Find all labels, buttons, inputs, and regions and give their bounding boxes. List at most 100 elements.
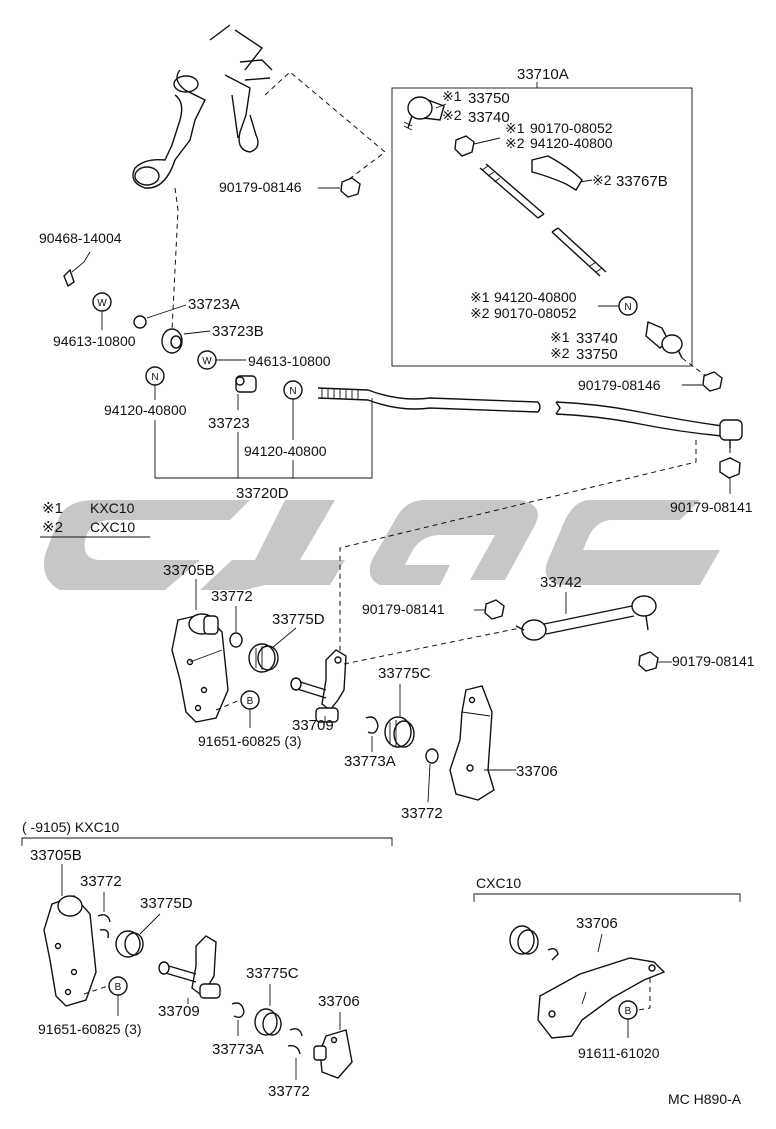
bracket-33705B	[171, 613, 229, 723]
label-33720D: 33720D	[236, 485, 289, 502]
label-90179-08141: 90179-08141	[670, 499, 753, 515]
cotter-pin	[63, 268, 75, 288]
snap-ring-33773A	[231, 1002, 245, 1019]
label-33750: 33750	[468, 90, 510, 107]
label-33723: 33723	[208, 415, 250, 432]
label-90179-08141: 90179-08141	[362, 601, 445, 617]
label-33740: 33740	[576, 330, 618, 347]
label-33773A: 33773A	[344, 753, 396, 770]
star-1-mark: ※1	[505, 120, 525, 136]
star-2-mark: ※2	[550, 345, 570, 361]
label-90170-08052: 90170-08052	[494, 305, 577, 321]
washer-33723A	[133, 315, 147, 329]
clip-33772	[287, 1028, 303, 1055]
diagram-code: MC H890-A	[668, 1091, 742, 1107]
label-33775C: 33775C	[378, 665, 431, 682]
section-title-cxc10: CXC10	[476, 875, 521, 891]
label-33709: 33709	[158, 1003, 200, 1020]
label-33710A: 33710A	[517, 66, 569, 83]
label-94613-10800: 94613-10800	[53, 333, 136, 349]
bracket-33706	[313, 1029, 353, 1079]
shift-rod	[317, 387, 743, 448]
star-2-mark: ※2	[42, 519, 63, 536]
label-33723B: 33723B	[212, 323, 264, 340]
label-91611-61020: 91611-61020	[578, 1045, 660, 1061]
svg-text:B: B	[115, 982, 122, 993]
nut-90179-08141	[484, 599, 505, 620]
label-33772: 33772	[211, 588, 253, 605]
svg-text:N: N	[289, 386, 296, 397]
bushing-33775C	[254, 1008, 282, 1036]
svg-text:N: N	[624, 302, 631, 313]
bracket-33705B	[43, 895, 97, 1007]
label-33705B: 33705B	[163, 562, 215, 579]
label-94120-40800: 94120-40800	[244, 443, 327, 459]
nut-90179-08146	[702, 371, 723, 392]
label-33705B: 33705B	[30, 847, 82, 864]
star-1-mark: ※1	[42, 500, 63, 517]
star-2-mark: ※2	[442, 107, 462, 123]
bracket-33706-cxc	[537, 957, 666, 1039]
ball-joint-33740	[645, 320, 683, 359]
label-91651-60825: 91651-60825 (3)	[38, 1021, 142, 1037]
assembly-box-33710A	[391, 87, 693, 367]
clip-33772	[97, 914, 111, 939]
connector-line	[339, 440, 697, 652]
ball-joint-33750	[403, 96, 445, 131]
label-33706: 33706	[318, 993, 360, 1010]
snap-ring-33773A	[365, 716, 379, 734]
bracket-33706	[449, 685, 495, 801]
label-33750: 33750	[576, 346, 618, 363]
label-33740: 33740	[468, 109, 510, 126]
bushing-33775D	[248, 643, 279, 673]
connector-line	[343, 627, 521, 665]
rod-33742	[515, 595, 657, 641]
bushing-33775C	[384, 716, 415, 748]
star-1-mark: ※1	[442, 88, 462, 104]
label-33767B: 33767B	[616, 173, 668, 190]
label-90179-08146: 90179-08146	[578, 377, 661, 393]
label-33706: 33706	[516, 763, 558, 780]
bushing-33775D	[115, 930, 144, 958]
svg-text:W: W	[97, 298, 107, 309]
label-33706: 33706	[576, 915, 618, 932]
clip-33772	[229, 632, 243, 648]
lever-33709	[158, 935, 221, 999]
star-2-mark: ※2	[470, 305, 490, 321]
label-33775D: 33775D	[140, 895, 193, 912]
label-94120-40800: 94120-40800	[530, 135, 613, 151]
label-33772: 33772	[268, 1083, 310, 1100]
label-33772: 33772	[401, 805, 443, 822]
label-33772: 33772	[80, 873, 122, 890]
label-90170-08052: 90170-08052	[530, 120, 613, 136]
label-94120-40800: 94120-40800	[104, 402, 187, 418]
label-90468-14004: 90468-14004	[39, 230, 122, 246]
label-33742: 33742	[540, 574, 582, 591]
shift-lever-arm	[132, 24, 273, 189]
adjusting-rod	[479, 163, 607, 277]
svg-text:N: N	[151, 372, 158, 383]
section-title-kxc10: ( -9105) KXC10	[22, 819, 119, 835]
clip-33772	[425, 748, 439, 764]
connector-line	[171, 187, 179, 331]
bushing-33723B	[161, 328, 183, 354]
label-90179-08146: 90179-08146	[219, 179, 302, 195]
nut-90179-08141	[638, 651, 659, 672]
label-33773A: 33773A	[212, 1041, 264, 1058]
label-33723A: 33723A	[188, 296, 240, 313]
label-94120-40800: 94120-40800	[494, 289, 577, 305]
clamp-33767B	[531, 155, 583, 191]
bushing	[509, 925, 539, 955]
connector-line	[637, 978, 651, 1011]
lever-33709	[290, 649, 347, 723]
connector-line	[83, 985, 109, 995]
model-legend: ※1 KXC10 ※2 CXC10	[40, 500, 150, 538]
clip	[547, 947, 559, 961]
label-91651-60825: 91651-60825 (3)	[198, 733, 302, 749]
svg-text:B: B	[625, 1006, 632, 1017]
star-1-mark: ※1	[550, 329, 570, 345]
watermark-logo	[44, 500, 720, 590]
star-2-mark: ※2	[592, 172, 612, 188]
